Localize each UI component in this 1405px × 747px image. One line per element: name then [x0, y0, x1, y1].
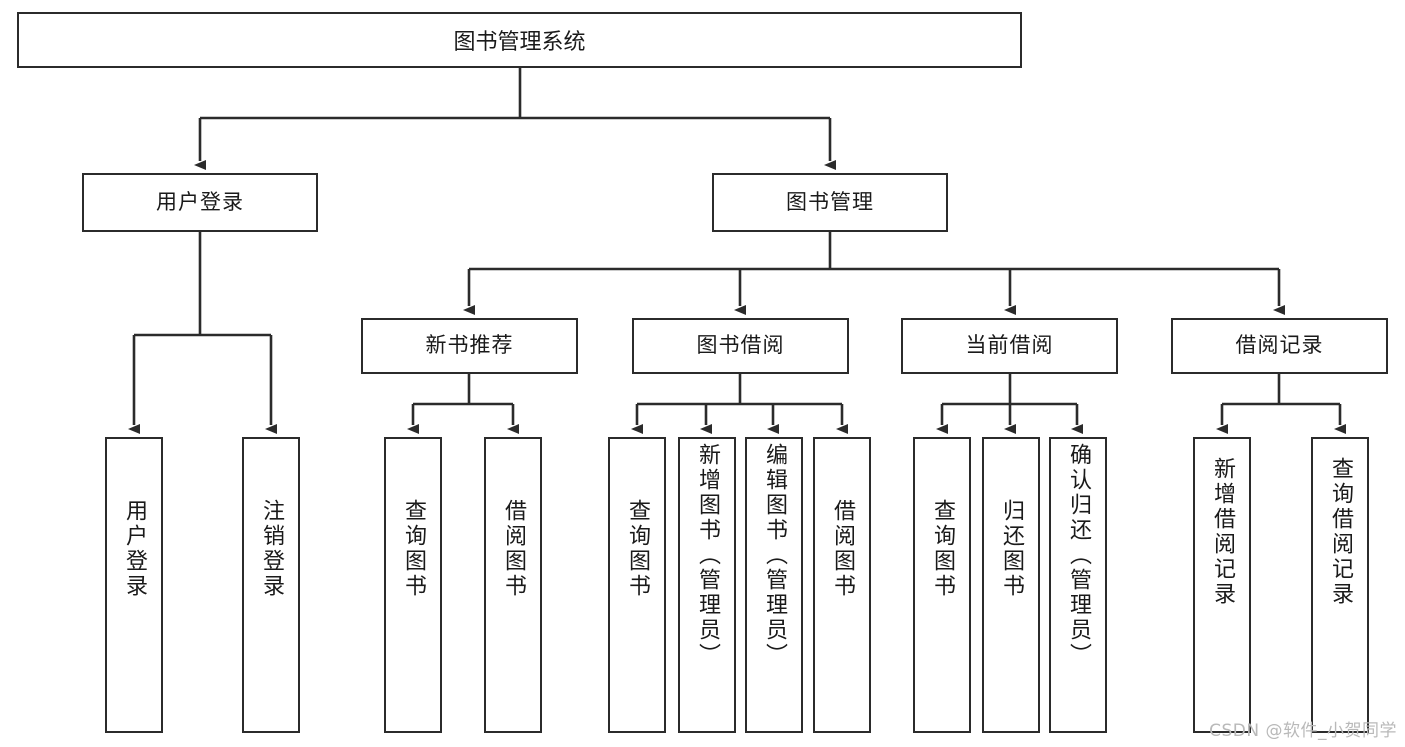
- watermark: CSDN @软件_小贺同学: [1209, 721, 1397, 741]
- leaf-query-borrow-record[interactable]: 查询借阅记录: [1311, 437, 1369, 733]
- leaf-label: 用户登录: [121, 499, 147, 599]
- leaf-label: 查询借阅记录: [1327, 457, 1353, 607]
- node-label: 图书管理: [786, 189, 874, 214]
- node-current-borrow[interactable]: 当前借阅: [901, 318, 1118, 374]
- leaf-label: 编辑图书（管理员）: [761, 443, 787, 668]
- leaf-edit-book-admin[interactable]: 编辑图书（管理员）: [745, 437, 803, 733]
- node-label: 借阅记录: [1235, 333, 1324, 358]
- node-root-book-management-system[interactable]: 图书管理系统: [17, 12, 1022, 68]
- leaf-return-book[interactable]: 归还图书: [982, 437, 1040, 733]
- node-new-book-recommend[interactable]: 新书推荐: [361, 318, 578, 374]
- leaf-confirm-return-admin[interactable]: 确认归还（管理员）: [1049, 437, 1107, 733]
- node-label: 图书管理系统: [453, 30, 586, 55]
- leaf-label: 确认归还（管理员）: [1065, 443, 1091, 668]
- leaf-borrow-book[interactable]: 借阅图书: [813, 437, 871, 733]
- node-borrow-record[interactable]: 借阅记录: [1171, 318, 1388, 374]
- leaf-label: 借阅图书: [500, 499, 526, 599]
- leaf-query-book-borrow[interactable]: 查询图书: [608, 437, 666, 733]
- node-label: 用户登录: [156, 189, 244, 214]
- leaf-add-borrow-record[interactable]: 新增借阅记录: [1193, 437, 1251, 733]
- leaf-label: 借阅图书: [829, 499, 855, 599]
- leaf-label: 注销登录: [258, 499, 284, 599]
- leaf-add-book-admin[interactable]: 新增图书（管理员）: [678, 437, 736, 733]
- leaf-query-book-recommend[interactable]: 查询图书: [384, 437, 442, 733]
- leaf-label: 新增借阅记录: [1209, 457, 1235, 607]
- leaf-label: 查询图书: [624, 499, 650, 599]
- leaf-label: 查询图书: [929, 499, 955, 599]
- leaf-label: 查询图书: [400, 499, 426, 599]
- leaf-user-logout[interactable]: 注销登录: [242, 437, 300, 733]
- node-label: 新书推荐: [425, 333, 514, 358]
- node-label: 当前借阅: [965, 333, 1054, 358]
- node-book-management[interactable]: 图书管理: [712, 173, 948, 232]
- leaf-query-book-current[interactable]: 查询图书: [913, 437, 971, 733]
- leaf-borrow-book-recommend[interactable]: 借阅图书: [484, 437, 542, 733]
- node-book-borrow[interactable]: 图书借阅: [632, 318, 849, 374]
- leaf-label: 新增图书（管理员）: [694, 443, 720, 668]
- node-label: 图书借阅: [696, 333, 785, 358]
- leaf-user-login[interactable]: 用户登录: [105, 437, 163, 733]
- leaf-label: 归还图书: [998, 499, 1024, 599]
- node-user-login[interactable]: 用户登录: [82, 173, 318, 232]
